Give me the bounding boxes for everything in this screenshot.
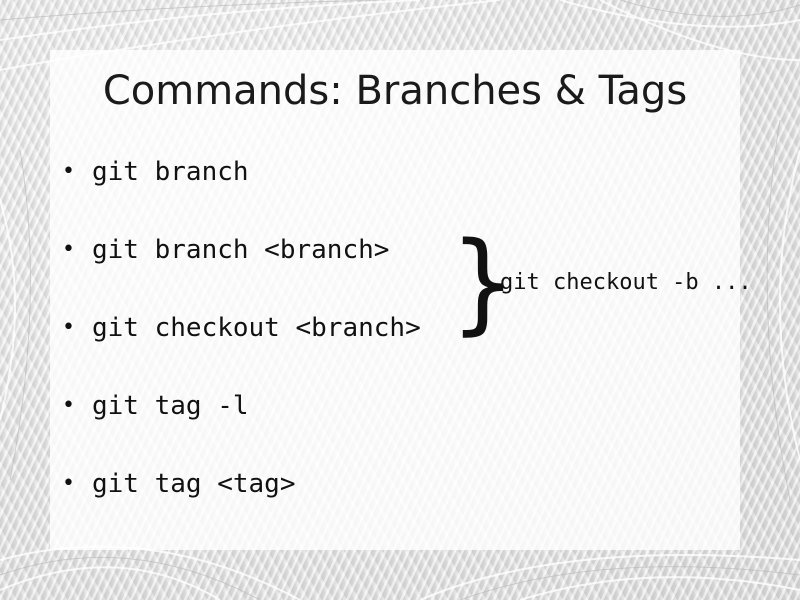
slide-content-panel [50,50,740,550]
list-item-text: git tag -l [92,391,249,421]
list-item-text: git checkout <branch> [92,313,421,343]
bullet-icon: • [62,159,75,184]
brace-annotation: git checkout -b ... [500,270,752,295]
list-item: • git checkout <branch> [62,309,421,387]
bullet-icon: • [62,237,75,262]
bullet-icon: • [62,315,75,340]
slide-title: Commands: Branches & Tags [102,68,688,114]
command-list: • git branch • git branch <branch> • git… [62,153,421,543]
list-item-text: git branch [92,157,249,187]
list-item: • git branch [62,153,421,231]
list-item: • git tag -l [62,387,421,465]
list-item: • git tag <tag> [62,465,421,543]
curly-brace-icon: } [449,218,517,346]
list-item-text: git tag <tag> [92,469,296,499]
list-item: • git branch <branch> [62,231,421,309]
bullet-icon: • [62,471,75,496]
bullet-icon: • [62,393,75,418]
list-item-text: git branch <branch> [92,235,390,265]
